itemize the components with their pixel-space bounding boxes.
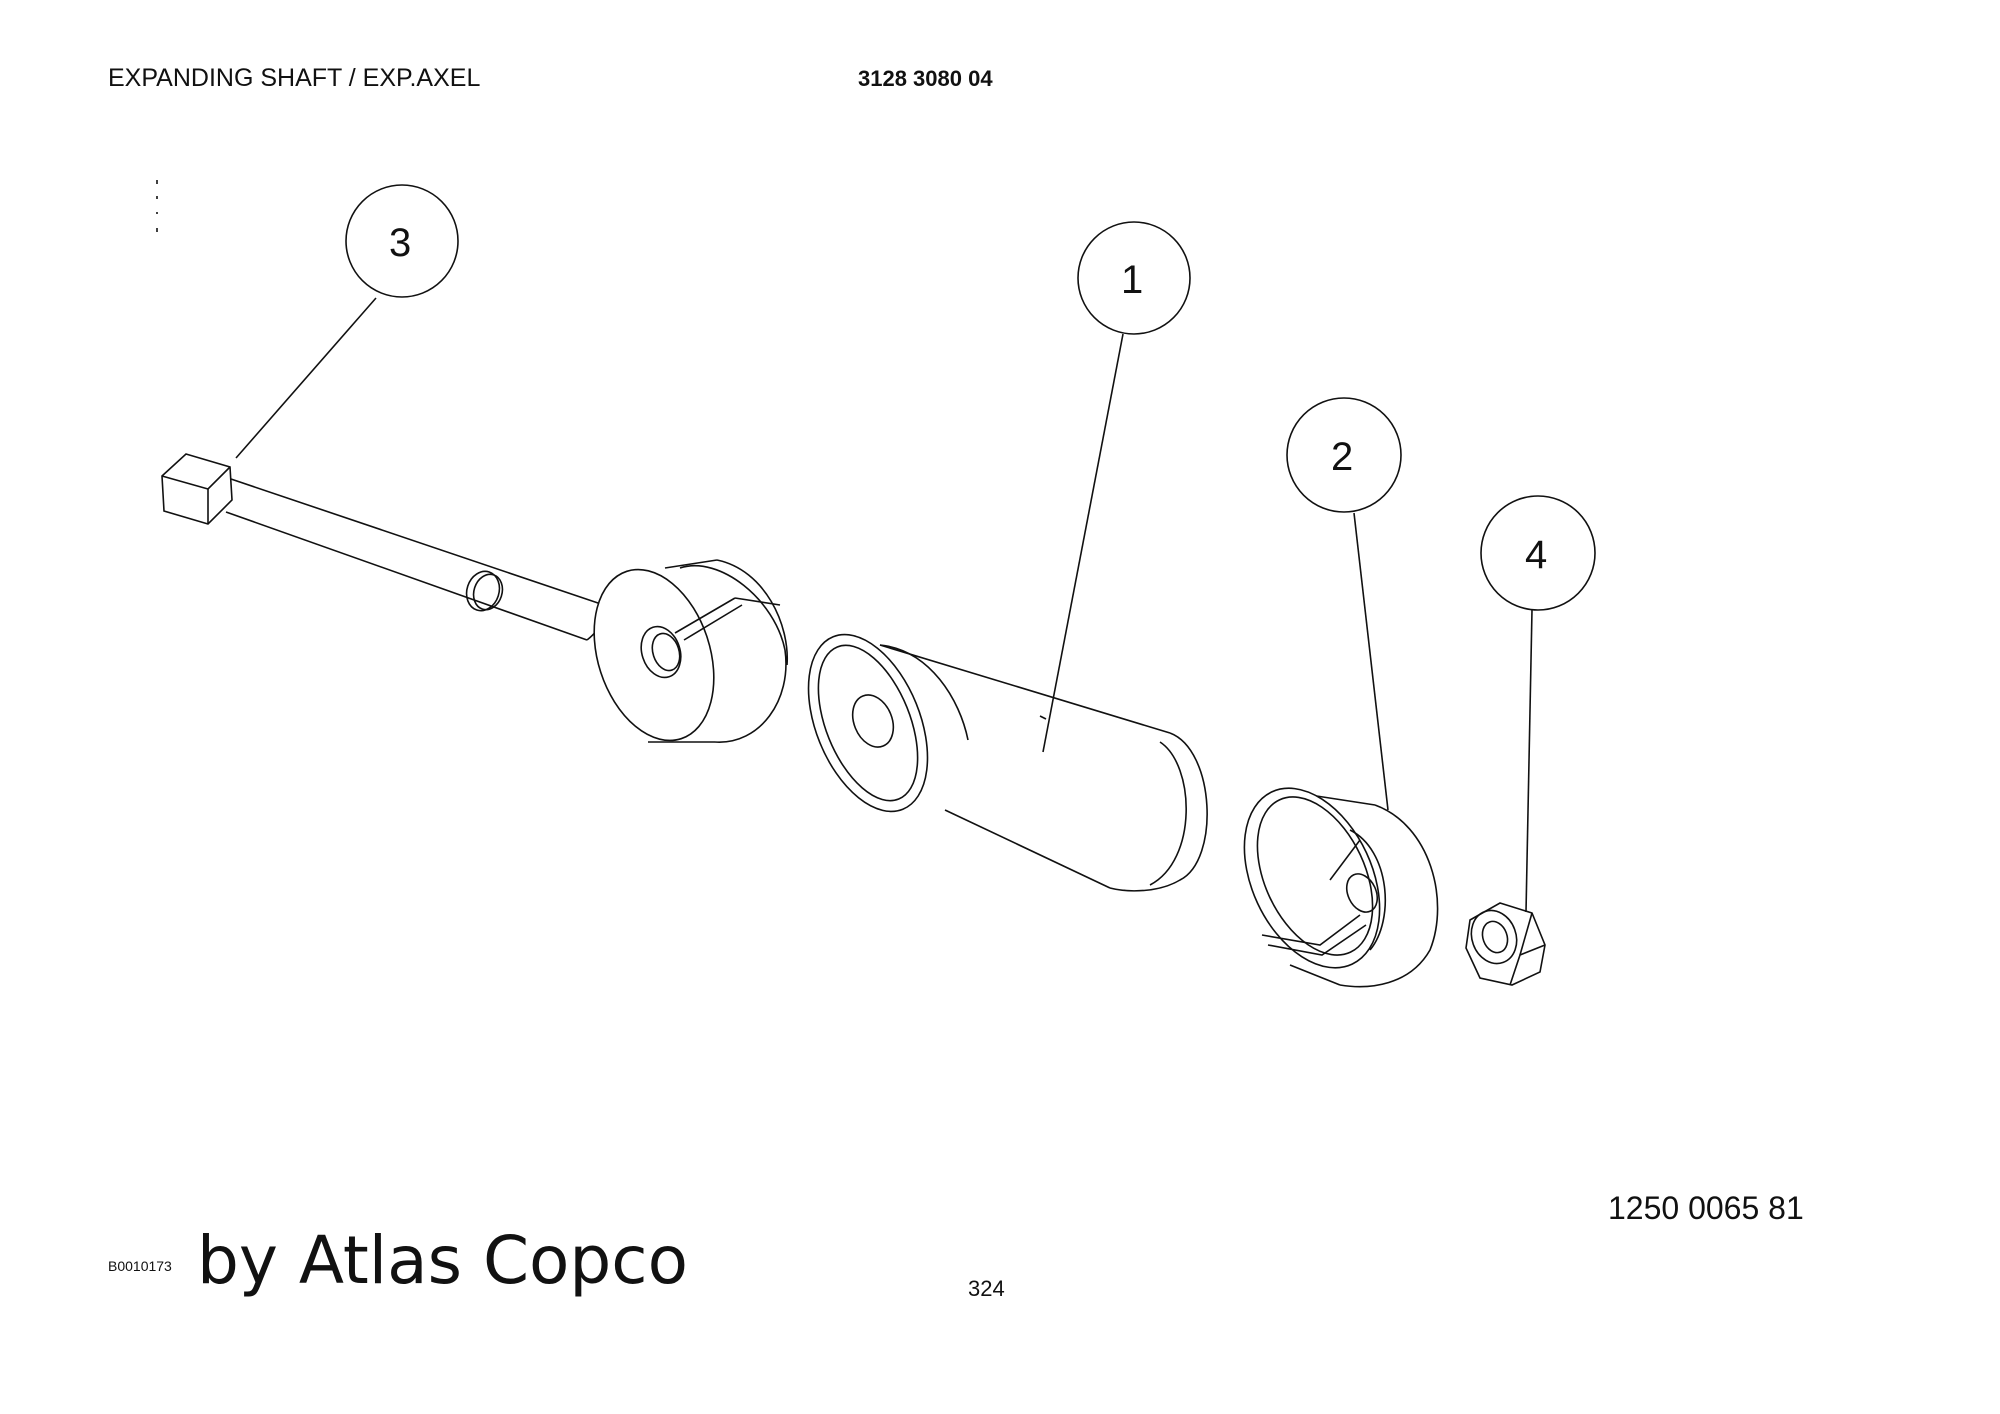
document-number: 3128 3080 04 bbox=[858, 66, 993, 91]
left-disc bbox=[593, 559, 788, 743]
nut-part bbox=[1465, 902, 1546, 986]
bolt-part bbox=[161, 453, 603, 641]
brand-text: by Atlas Copco bbox=[197, 1222, 688, 1299]
callout-3: 3 bbox=[345, 184, 459, 298]
callout-label: 3 bbox=[389, 221, 411, 265]
leader-3 bbox=[235, 297, 377, 459]
image-code: B0010173 bbox=[108, 1258, 172, 1274]
callout-1: 1 bbox=[1077, 221, 1191, 335]
part-number: 1250 0065 81 bbox=[1608, 1190, 1804, 1226]
callout-label: 4 bbox=[1525, 533, 1547, 577]
callout-2: 2 bbox=[1286, 397, 1402, 513]
leader-4 bbox=[1525, 609, 1533, 913]
leader-lines bbox=[235, 297, 1533, 913]
page-number: 324 bbox=[968, 1276, 1005, 1301]
sleeve-part bbox=[807, 633, 1208, 892]
end-cap-part bbox=[1243, 787, 1439, 988]
callout-label: 2 bbox=[1331, 435, 1353, 479]
callout-4: 4 bbox=[1480, 495, 1596, 611]
leader-2 bbox=[1353, 512, 1389, 811]
page-title: EXPANDING SHAFT / EXP.AXEL bbox=[108, 64, 481, 92]
callout-label: 1 bbox=[1121, 258, 1143, 302]
leader-1 bbox=[1042, 333, 1124, 753]
